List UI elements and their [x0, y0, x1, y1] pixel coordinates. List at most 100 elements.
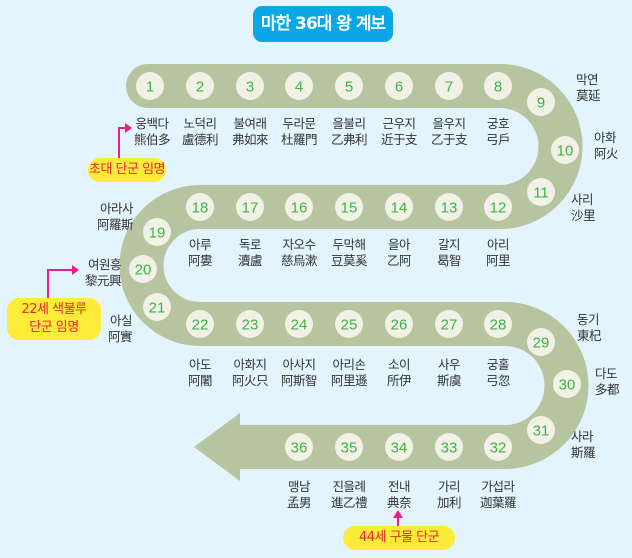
king-number: 36: [291, 440, 308, 457]
king-number: 16: [291, 200, 308, 217]
king-marker-5: 5: [335, 72, 363, 100]
number-circle: [143, 293, 171, 321]
king-name-korean: 갈지: [437, 237, 461, 252]
callout-22nd-line2: 단군 임명: [29, 320, 79, 335]
callout-22nd-dangun: 22세 색불루 단군 임명: [7, 298, 101, 340]
king-name-hanja: 所伊: [386, 373, 412, 388]
king-number: 10: [557, 143, 574, 160]
king-marker-26: 26: [385, 310, 413, 338]
king-name-hanja: 阿闍: [187, 373, 213, 388]
number-circle: [143, 218, 171, 246]
king-name-korean: 아리: [486, 237, 510, 252]
number-circle: [335, 72, 363, 100]
king-marker-35: 35: [335, 433, 363, 461]
king-number: 21: [149, 300, 166, 317]
king-name-hanja: 曷智: [436, 253, 462, 268]
king-name-korean: 막연: [576, 72, 599, 87]
king-name-hanja: 阿婁: [187, 253, 213, 268]
number-circle: [335, 193, 363, 221]
king-number: 32: [490, 440, 507, 457]
king-name-korean: 여원흥: [87, 257, 122, 272]
king-number: 27: [441, 317, 458, 334]
king-name-hanja: 阿實: [107, 329, 133, 344]
king-number: 31: [533, 423, 550, 440]
number-circle: [236, 310, 264, 338]
number-circle: [285, 433, 313, 461]
king-marker-33: 33: [435, 433, 463, 461]
king-name-korean: 아루: [188, 237, 212, 252]
king-marker-22: 22: [186, 310, 214, 338]
king-name-korean: 아화: [594, 130, 617, 145]
number-circle: [527, 416, 555, 444]
king-number: 7: [445, 79, 453, 96]
king-marker-21: 21: [143, 293, 171, 321]
number-circle: [236, 193, 264, 221]
king-name-hanja: 阿火: [594, 146, 619, 161]
king-number: 8: [494, 79, 502, 96]
king-number: 30: [559, 377, 576, 394]
king-marker-17: 17: [236, 193, 264, 221]
king-number: 19: [149, 225, 166, 242]
king-number: 25: [341, 317, 358, 334]
king-name-hanja: 豆莫奚: [330, 253, 368, 268]
number-circle: [553, 370, 581, 398]
king-name-hanja: 斯羅: [571, 445, 596, 460]
king-name-korean: 사라: [571, 429, 594, 444]
king-name-korean: 아화지: [233, 357, 267, 372]
king-name-korean: 다도: [595, 366, 618, 381]
number-circle: [484, 72, 512, 100]
king-name-korean: 궁호: [486, 116, 510, 131]
king-number: 28: [490, 317, 507, 334]
king-marker-1: 1: [136, 72, 164, 100]
king-number: 23: [242, 317, 259, 334]
king-name-hanja: 阿斯智: [280, 373, 318, 388]
king-name-korean: 사우: [437, 357, 461, 372]
king-number: 3: [246, 79, 254, 96]
king-name-hanja: 阿里遜: [330, 373, 368, 388]
number-circle: [527, 88, 555, 116]
king-number: 17: [242, 200, 259, 217]
king-name-hanja: 弓忽: [485, 373, 511, 388]
king-name-korean: 진을례: [332, 479, 366, 494]
king-name-hanja: 加利: [436, 495, 462, 510]
king-name-korean: 아실: [109, 313, 133, 328]
number-circle: [335, 433, 363, 461]
diagram-title: 마한 36대 왕 계보: [253, 6, 393, 42]
king-number: 34: [391, 440, 408, 457]
king-marker-9: 9: [527, 88, 555, 116]
number-circle: [435, 433, 463, 461]
number-circle: [129, 255, 157, 283]
king-name-korean: 노덕리: [183, 116, 217, 131]
number-circle: [285, 72, 313, 100]
callout-first-text: 초대 단군 임명: [88, 162, 166, 177]
king-number: 35: [341, 440, 358, 457]
number-circle: [285, 310, 313, 338]
king-marker-18: 18: [186, 193, 214, 221]
king-name-hanja: 黎元興: [84, 273, 122, 288]
king-name-korean: 을아: [387, 237, 411, 252]
king-name-hanja: 典奈: [386, 495, 412, 510]
number-circle: [435, 193, 463, 221]
king-name-korean: 아리손: [332, 357, 366, 372]
king-number: 11: [533, 185, 549, 202]
king-number: 13: [441, 200, 458, 217]
king-name-korean: 두막해: [332, 237, 366, 252]
king-number: 33: [441, 440, 458, 457]
